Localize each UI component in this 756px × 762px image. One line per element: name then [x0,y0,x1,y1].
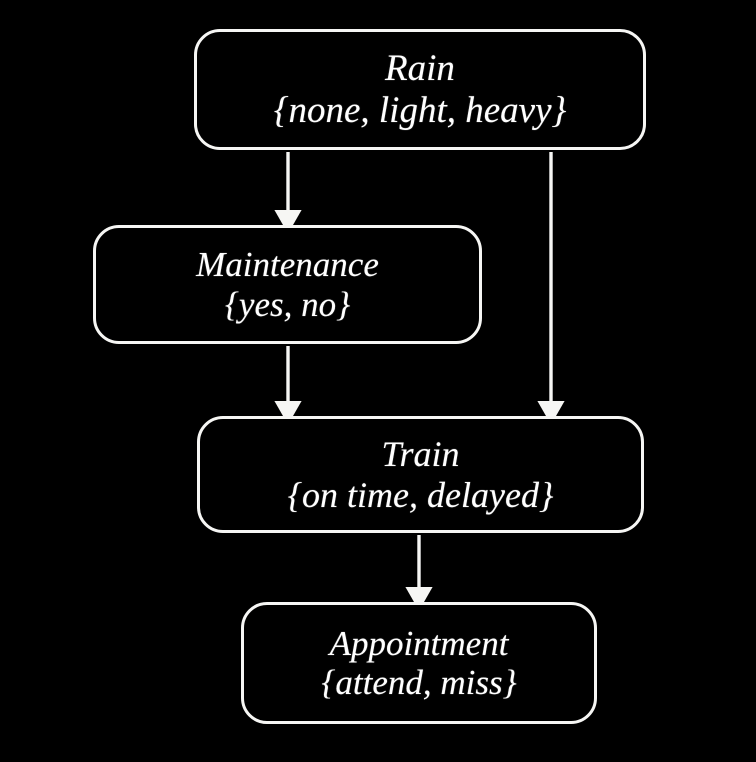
node-train[interactable]: Train {on time, delayed} [197,416,644,533]
node-appointment[interactable]: Appointment {attend, miss} [241,602,597,724]
node-rain[interactable]: Rain {none, light, heavy} [194,29,646,150]
node-train-label: Train [381,434,460,475]
node-maintenance[interactable]: Maintenance {yes, no} [93,225,482,344]
node-appointment-label: Appointment [329,623,509,663]
node-maintenance-label: Maintenance [196,245,379,285]
node-appointment-states: {attend, miss} [321,663,517,702]
node-maintenance-states: {yes, no} [224,284,351,324]
node-rain-label: Rain [385,48,455,90]
node-train-states: {on time, delayed} [287,474,554,515]
node-rain-states: {none, light, heavy} [273,89,567,131]
